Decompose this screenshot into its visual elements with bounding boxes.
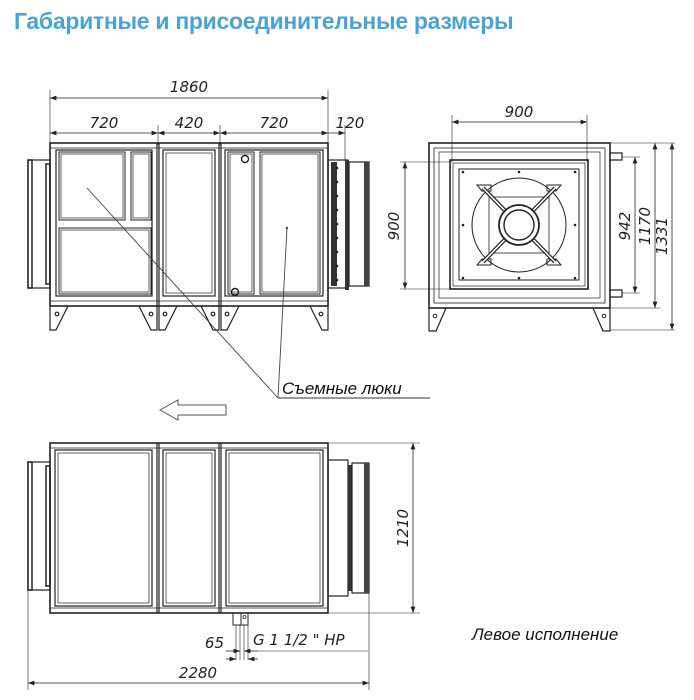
dim-front-width: 900 [505, 103, 534, 121]
connection-thread-label: G 1 1/2 " HP [253, 631, 346, 649]
dim-total-height: 1331 [653, 217, 671, 255]
dim-overall-length-top: 2280 [179, 664, 217, 682]
callout-removable-hatches: Съемные люки [282, 379, 402, 398]
dim-front-inner-height: 900 [385, 212, 403, 241]
dim-top-width: 1210 [394, 509, 412, 547]
top-view [27, 442, 420, 690]
dim-section-1: 720 [90, 114, 119, 132]
dim-flange: 120 [336, 114, 365, 132]
dim-pipe-offset: 65 [205, 634, 224, 652]
page-title: Габаритные и присоединительные размеры [14, 8, 514, 34]
dim-section-2: 420 [175, 114, 204, 132]
side-view [27, 90, 430, 399]
arrow-left-outline-icon [158, 399, 227, 421]
dim-pipe-spacing: 942 [616, 212, 634, 241]
dim-body-height: 1170 [636, 207, 654, 245]
dim-overall-length: 1860 [170, 78, 208, 96]
variant-label: Левое исполнение [471, 625, 618, 644]
front-view [400, 115, 675, 332]
dim-section-3: 720 [260, 114, 289, 132]
